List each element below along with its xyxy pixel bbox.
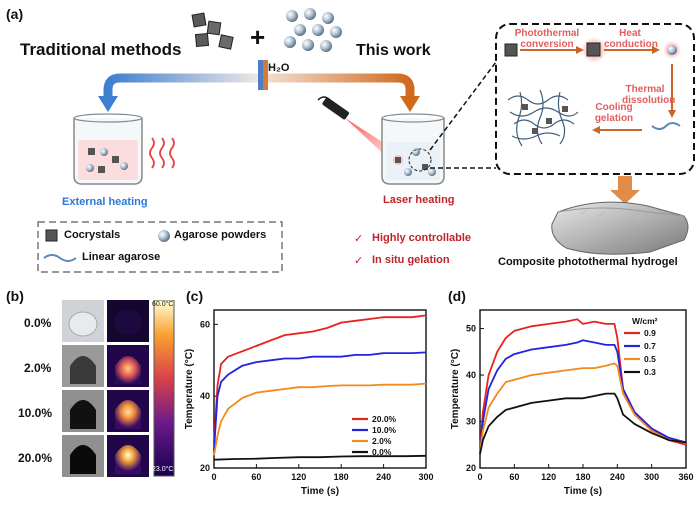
legend-label: 0.3 (644, 367, 656, 377)
check-icon: ✓ (354, 233, 364, 245)
agarose-powder-legend-icon (158, 230, 170, 242)
y-tick-label: 20 (466, 463, 476, 473)
y-axis-label: Temperature (°C) (184, 349, 195, 430)
series-line-0.5 (479, 362, 687, 452)
svg-text:+: + (250, 22, 265, 52)
in-situ-gelation-label: In situ gelation (372, 254, 450, 266)
y-tick-label: 20 (200, 463, 210, 473)
x-tick-label: 60 (251, 472, 261, 482)
panel-a-label: (a) (6, 6, 24, 22)
composite-hydrogel-label: Composite photothermal hydrogel (498, 256, 678, 268)
x-tick-label: 0 (477, 472, 482, 482)
x-tick-label: 0 (211, 472, 216, 482)
row-label-3: 20.0% (18, 451, 53, 465)
legend-box (37, 221, 283, 273)
gel-network-icon (507, 89, 579, 147)
series-line-0.0% (213, 454, 427, 461)
legend-label: 2.0% (372, 436, 392, 446)
legend-label: 20.0% (372, 414, 397, 424)
legend-label: 0.0% (372, 447, 392, 457)
legend-label: 0.5 (644, 354, 656, 364)
thermal-dissolution-label: Thermal dissolution (622, 84, 676, 106)
water-label: H₂O (268, 62, 290, 74)
legend-label: 0.7 (644, 341, 656, 351)
series-line-0.3 (479, 392, 687, 455)
thermal-images (62, 300, 175, 477)
cocrystal-cluster-icon (191, 12, 234, 50)
legend-agarose-powders-label: Agarose powders (174, 229, 267, 241)
composite-hydrogel-image (551, 201, 689, 255)
legend-title: W/cm² (632, 316, 658, 326)
y-tick-label: 50 (466, 324, 476, 334)
series-line-2.0% (213, 382, 427, 456)
highly-controllable-label: Highly controllable (372, 232, 472, 244)
y-tick-label: 30 (466, 417, 476, 427)
y-axis-label: Temperature (°C) (450, 349, 461, 430)
legend-linear-agarose-label: Linear agarose (82, 251, 161, 263)
external-heating-label: External heating (62, 196, 148, 208)
colorbar-min-label: 23.0°C (152, 466, 174, 473)
x-tick-label: 180 (575, 472, 590, 482)
heat-conduction-label: Heat conduction (604, 28, 658, 50)
row-label-2: 10.0% (18, 406, 53, 420)
y-tick-label: 40 (200, 391, 210, 401)
legend-label: 0.9 (644, 328, 656, 338)
x-axis-label: Time (s) (564, 486, 602, 497)
linear-agarose-legend-icon (43, 254, 77, 262)
x-tick-label: 300 (418, 472, 433, 482)
panel-b-label: (b) (6, 288, 24, 304)
x-axis-label: Time (s) (301, 486, 339, 497)
agarose-powder-cluster-icon (284, 8, 342, 52)
plot-frame (213, 309, 427, 469)
series-line-10.0% (213, 351, 427, 451)
series-line-0.7 (479, 339, 687, 452)
series-line-20.0% (213, 314, 427, 443)
cooling-gelation-label: Cooling gelation (594, 102, 634, 124)
x-tick-label: 120 (291, 472, 306, 482)
x-tick-label: 360 (678, 472, 693, 482)
this-work-title: This work (356, 42, 431, 59)
y-tick-label: 60 (200, 319, 210, 329)
photothermal-conversion-label: Photothermal conversion (514, 28, 580, 50)
x-tick-label: 300 (644, 472, 659, 482)
panel-a-schematic: + (37, 8, 695, 273)
panel-d-label: (d) (448, 288, 466, 304)
row-label-1: 2.0% (24, 361, 52, 375)
mechanism-zoom-box (495, 23, 695, 175)
x-tick-label: 120 (541, 472, 556, 482)
legend-label: 10.0% (372, 425, 397, 435)
laser-heating-label: Laser heating (383, 194, 455, 206)
beaker-laser-heating-icon (381, 113, 445, 185)
traditional-methods-title: Traditional methods (20, 40, 182, 59)
beaker-external-heating-icon (73, 113, 143, 185)
legend-cocrystals-label: Cocrystals (64, 229, 121, 241)
heat-waves-icon (149, 137, 175, 169)
y-tick-label: 40 (466, 370, 476, 380)
panel-c-label: (c) (186, 288, 204, 304)
check-icon: ✓ (354, 255, 364, 267)
x-tick-label: 240 (610, 472, 625, 482)
x-tick-label: 240 (376, 472, 391, 482)
row-label-0: 0.0% (24, 316, 52, 330)
x-tick-label: 180 (334, 472, 349, 482)
cocrystal-legend-icon (45, 229, 58, 242)
colorbar-max-label: 60.0°C (152, 301, 174, 308)
x-tick-label: 60 (509, 472, 519, 482)
